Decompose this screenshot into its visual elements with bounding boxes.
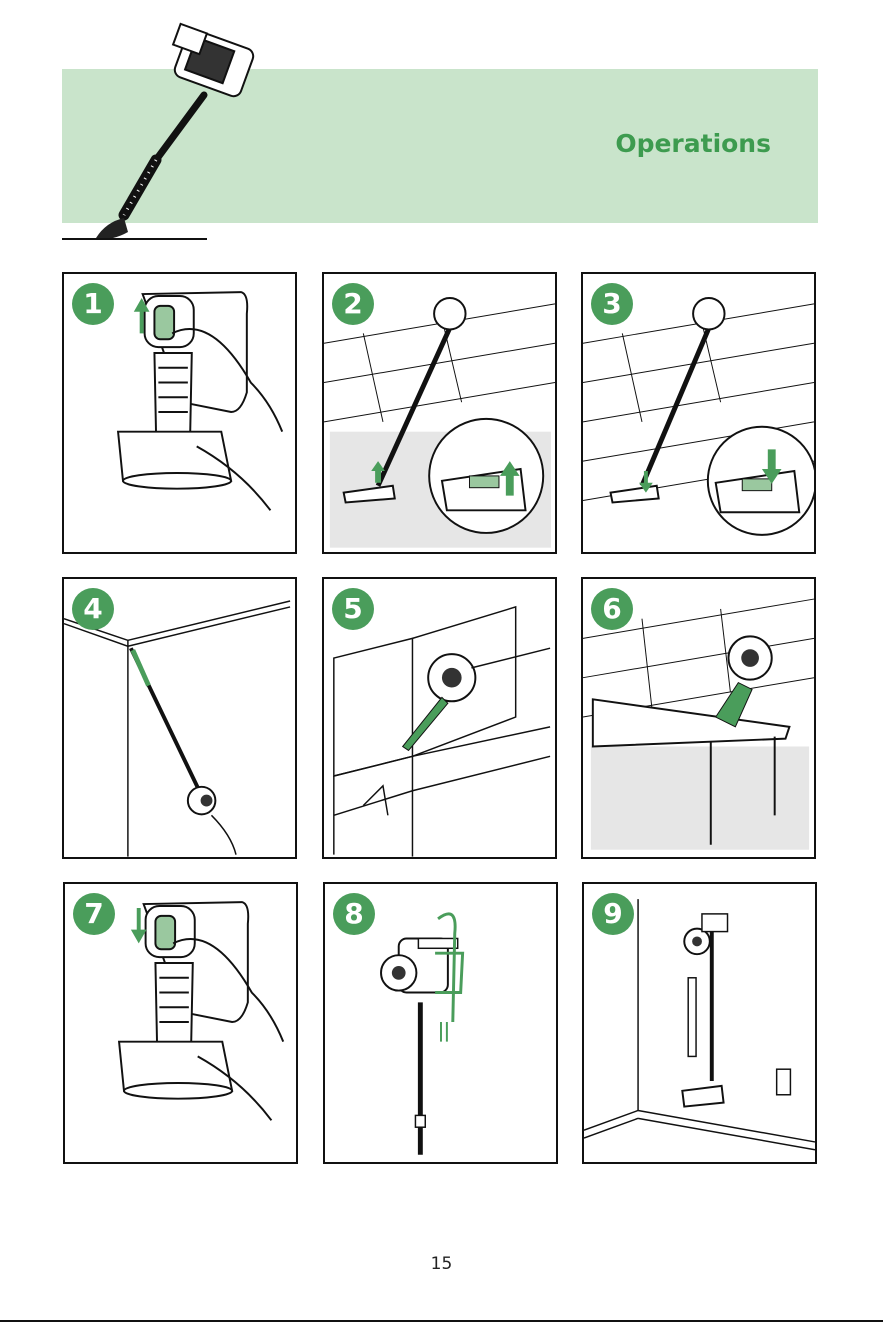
step-number-badge: 3	[591, 283, 633, 325]
step-number-badge: 6	[591, 588, 633, 630]
header-underline	[62, 238, 207, 240]
step-4-panel: 4	[62, 577, 297, 859]
step-8-panel: 8	[323, 882, 558, 1164]
step-1-panel: 1	[62, 272, 297, 554]
step-number-badge: 1	[72, 283, 114, 325]
step-3-panel: 3	[581, 272, 816, 554]
step-2-panel: 2	[322, 272, 557, 554]
step-7-panel: 7	[63, 882, 298, 1164]
page-title: Operations	[615, 129, 771, 158]
step-5-panel: 5	[322, 577, 557, 859]
step-number-badge: 8	[333, 893, 375, 935]
bottom-rule	[0, 1320, 883, 1322]
step-number-badge: 4	[72, 588, 114, 630]
step-number-badge: 9	[592, 893, 634, 935]
vacuum-hero-illustration	[84, 0, 274, 245]
page-number: 15	[0, 1254, 883, 1274]
step-6-panel: 6	[581, 577, 816, 859]
step-9-panel: 9	[582, 882, 817, 1164]
step-number-badge: 7	[73, 893, 115, 935]
step-number-badge: 2	[332, 283, 374, 325]
step-number-badge: 5	[332, 588, 374, 630]
